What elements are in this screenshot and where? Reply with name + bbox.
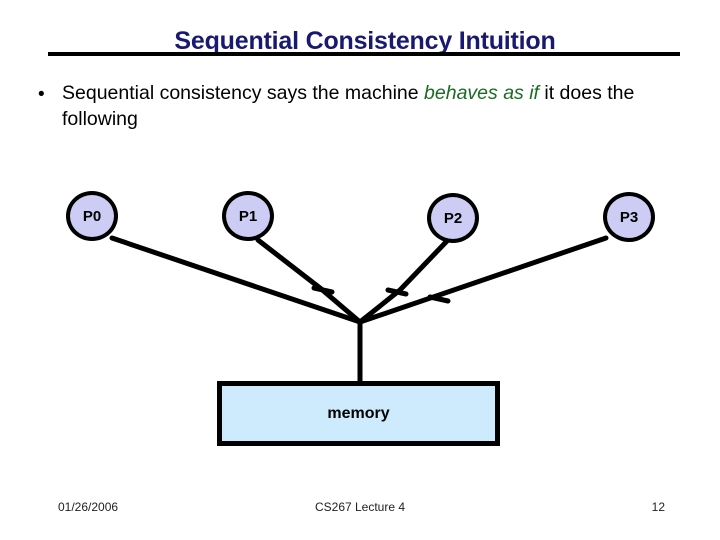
bullet-marker-icon: • [38,84,45,105]
memory-label: memory [327,404,390,422]
footer-page-number: 12 [651,500,665,514]
processor-label-p2: P2 [443,209,463,227]
bullet-text-after: it does the following [62,82,635,130]
bullet-item-text: Sequential consistency says the machine … [62,80,690,132]
footer-date: 01/26/2006 [58,500,119,514]
processor-node-p3[interactable]: P3 [603,192,655,242]
processor-node-p2[interactable]: P2 [427,193,479,243]
processor-label-p1: P1 [238,207,258,225]
processor-node-p0[interactable]: P0 [66,191,118,241]
processor-label-p3: P3 [619,208,639,226]
bullet-emphasis-text: behaves as if [424,82,539,104]
title-underline-rule [48,52,680,56]
processor-node-p1[interactable]: P1 [222,191,274,241]
page-title: Sequential Consistency Intuition [174,27,556,55]
memory-node[interactable]: memory [217,381,500,446]
processor-label-p0: P0 [82,207,102,225]
footer-course-label: CS267 Lecture 4 [314,500,406,514]
bullet-text-before: Sequential consistency says the machine [62,82,425,104]
